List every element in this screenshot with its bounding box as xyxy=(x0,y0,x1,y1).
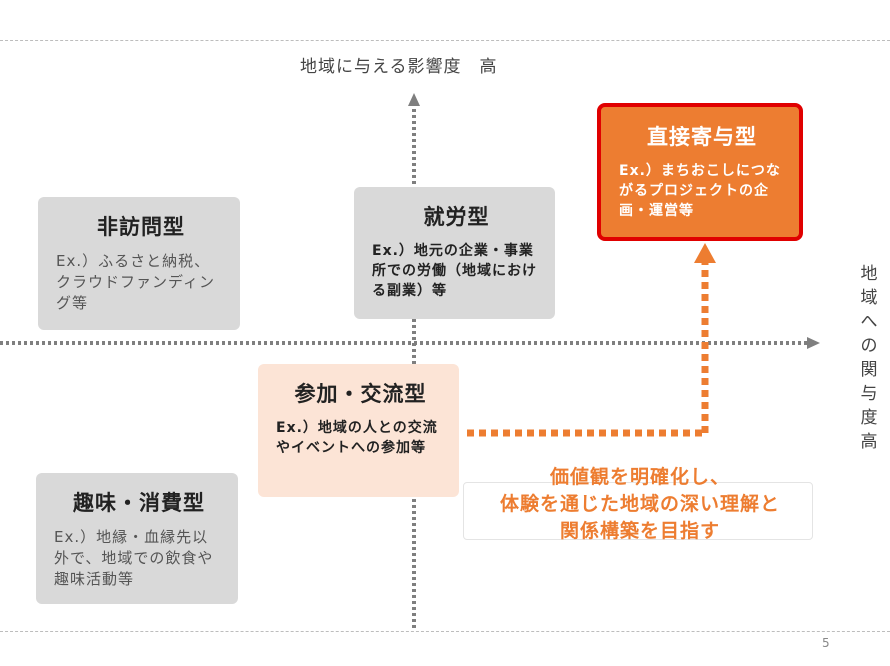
employment-body: Ex.）地元の企業・事業所での労働（地域における副業）等 xyxy=(372,243,537,299)
bottom-divider xyxy=(0,631,890,632)
direct-contribution-title: 直接寄与型 xyxy=(647,125,757,149)
callout-text: 価値観を明確化し、 体験を通じた地域の深い理解と 関係構築を目指す xyxy=(499,466,780,542)
employment-title: 就労型 xyxy=(423,205,490,229)
vertical-axis-label: 地域に与える影響度 高 xyxy=(300,57,498,77)
hobby-body: Ex.）地縁・血縁先以外で、地域での飲食や趣味活動等 xyxy=(54,528,214,588)
hobby-title: 趣味・消費型 xyxy=(73,491,205,515)
participation-box: 参加・交流型 Ex.）地域の人との交流やイベントへの参加等 xyxy=(258,364,459,497)
non-visit-title: 非訪問型 xyxy=(97,215,185,239)
direct-contribution-body: Ex.）まちおこしにつながるプロジェクトの企画・運営等 xyxy=(619,163,781,219)
vertical-axis-arrowhead xyxy=(408,93,420,106)
participation-title: 参加・交流型 xyxy=(294,382,427,406)
horizontal-axis-label: 地域への関与度 高 xyxy=(860,264,890,452)
non-visit-body: Ex.）ふるさと納税、クラウドファンディング等 xyxy=(56,252,215,312)
page-number: 5 xyxy=(822,636,830,650)
horizontal-axis-arrowhead xyxy=(807,337,820,349)
participation-body: Ex.）地域の人との交流やイベントへの参加等 xyxy=(276,420,438,456)
employment-box: 就労型 Ex.）地元の企業・事業所での労働（地域における副業）等 xyxy=(354,187,555,319)
callout-box xyxy=(463,482,813,540)
top-divider xyxy=(0,40,890,41)
non-visit-box: 非訪問型 Ex.）ふるさと納税、クラウドファンディング等 xyxy=(38,197,240,330)
hobby-box: 趣味・消費型 Ex.）地縁・血縁先以外で、地域での飲食や趣味活動等 xyxy=(36,473,238,604)
direct-contribution-box: 直接寄与型 Ex.）まちおこしにつながるプロジェクトの企画・運営等 xyxy=(597,103,803,241)
orange-arrowhead xyxy=(694,243,716,263)
